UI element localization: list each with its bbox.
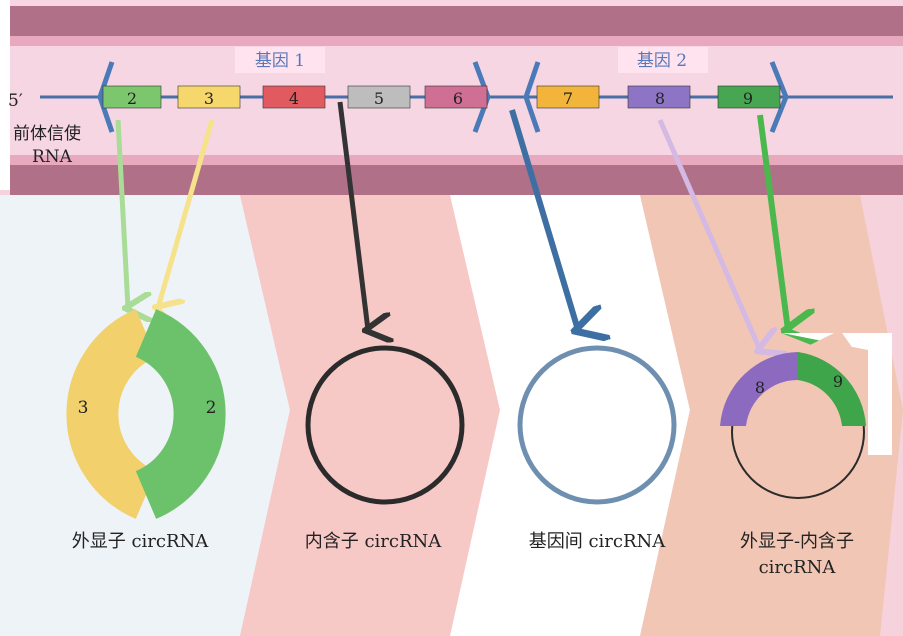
exon-8: 8 bbox=[627, 85, 691, 109]
band-top-shade bbox=[10, 36, 903, 46]
band-bottom-edge bbox=[10, 165, 903, 195]
premrna-label-line2: RNA bbox=[32, 147, 73, 167]
caption-exon-circrna: 外显子 circRNA bbox=[72, 531, 210, 552]
exon-2-label: 2 bbox=[127, 89, 137, 108]
exon-6-label: 6 bbox=[453, 89, 463, 108]
caption-intergenic-circrna: 基因间 circRNA bbox=[529, 531, 667, 552]
intergenic-circrna bbox=[517, 345, 677, 505]
panel-exon-intron bbox=[640, 195, 903, 636]
gene1-label-box bbox=[235, 47, 325, 73]
arrow-exon8 bbox=[657, 119, 760, 350]
exon-5: 5 bbox=[347, 85, 411, 109]
exon-4-label: 4 bbox=[289, 89, 299, 108]
exon-intron-label-9: 9 bbox=[833, 372, 843, 391]
exon-3-label: 3 bbox=[204, 89, 214, 108]
panel-intron bbox=[240, 195, 500, 636]
exon-intron-segment-8 bbox=[720, 352, 798, 426]
exon-circ-segment-2 bbox=[134, 309, 226, 519]
exon-9: 9 bbox=[717, 85, 781, 109]
exon-circ-label-3: 3 bbox=[78, 398, 89, 418]
exon-intron-label-8: 8 bbox=[755, 378, 765, 397]
band-bottom-shade bbox=[10, 155, 903, 165]
exon-3: 3 bbox=[177, 85, 241, 109]
five-prime-label: 5′ bbox=[8, 91, 23, 111]
arrow-exon9 bbox=[757, 114, 788, 330]
gene2-label: 基因 2 bbox=[637, 51, 687, 71]
gene2-label-box bbox=[618, 47, 708, 73]
exon-intron-segment-9 bbox=[798, 352, 866, 426]
exon-circ-segment-3 bbox=[66, 309, 158, 519]
band-top-edge bbox=[10, 6, 903, 36]
exon-6: 6 bbox=[424, 85, 488, 109]
exon-4: 4 bbox=[262, 85, 326, 109]
premrna-label-line1: 前体信使 bbox=[13, 123, 81, 144]
panel-intergenic bbox=[450, 195, 690, 636]
exon-2: 2 bbox=[102, 85, 162, 109]
arrow-exon2 bbox=[115, 119, 128, 308]
white-notch bbox=[782, 333, 892, 455]
arrow-intron bbox=[337, 101, 368, 330]
panel-exon bbox=[0, 195, 290, 636]
splice-site-3-icon bbox=[523, 61, 541, 133]
gene1-label: 基因 1 bbox=[255, 51, 305, 71]
arrow-exon3 bbox=[158, 119, 215, 308]
exon-7: 7 bbox=[536, 85, 600, 109]
exon-circ-label-2: 2 bbox=[206, 398, 217, 418]
exon-7-label: 7 bbox=[563, 89, 573, 108]
caption-exon-intron-circrna-line1: 外显子-内含子 bbox=[740, 531, 854, 552]
exon-8-label: 8 bbox=[655, 89, 665, 108]
caption-exon-intron-circrna-line2: circRNA bbox=[759, 557, 837, 578]
splice-site-2-icon bbox=[472, 61, 491, 133]
exon-circrna: 3 2 bbox=[66, 309, 226, 519]
caption-intron-circrna: 内含子 circRNA bbox=[305, 531, 443, 552]
intron-circrna bbox=[305, 345, 465, 505]
arrow-intergenic bbox=[509, 109, 578, 330]
splice-site-1-icon bbox=[97, 61, 115, 133]
splice-site-4-icon bbox=[769, 61, 789, 133]
exon-intron-circrna: 8 9 bbox=[720, 330, 892, 499]
exon-9-label: 9 bbox=[743, 89, 753, 108]
exon-5-label: 5 bbox=[374, 89, 384, 108]
